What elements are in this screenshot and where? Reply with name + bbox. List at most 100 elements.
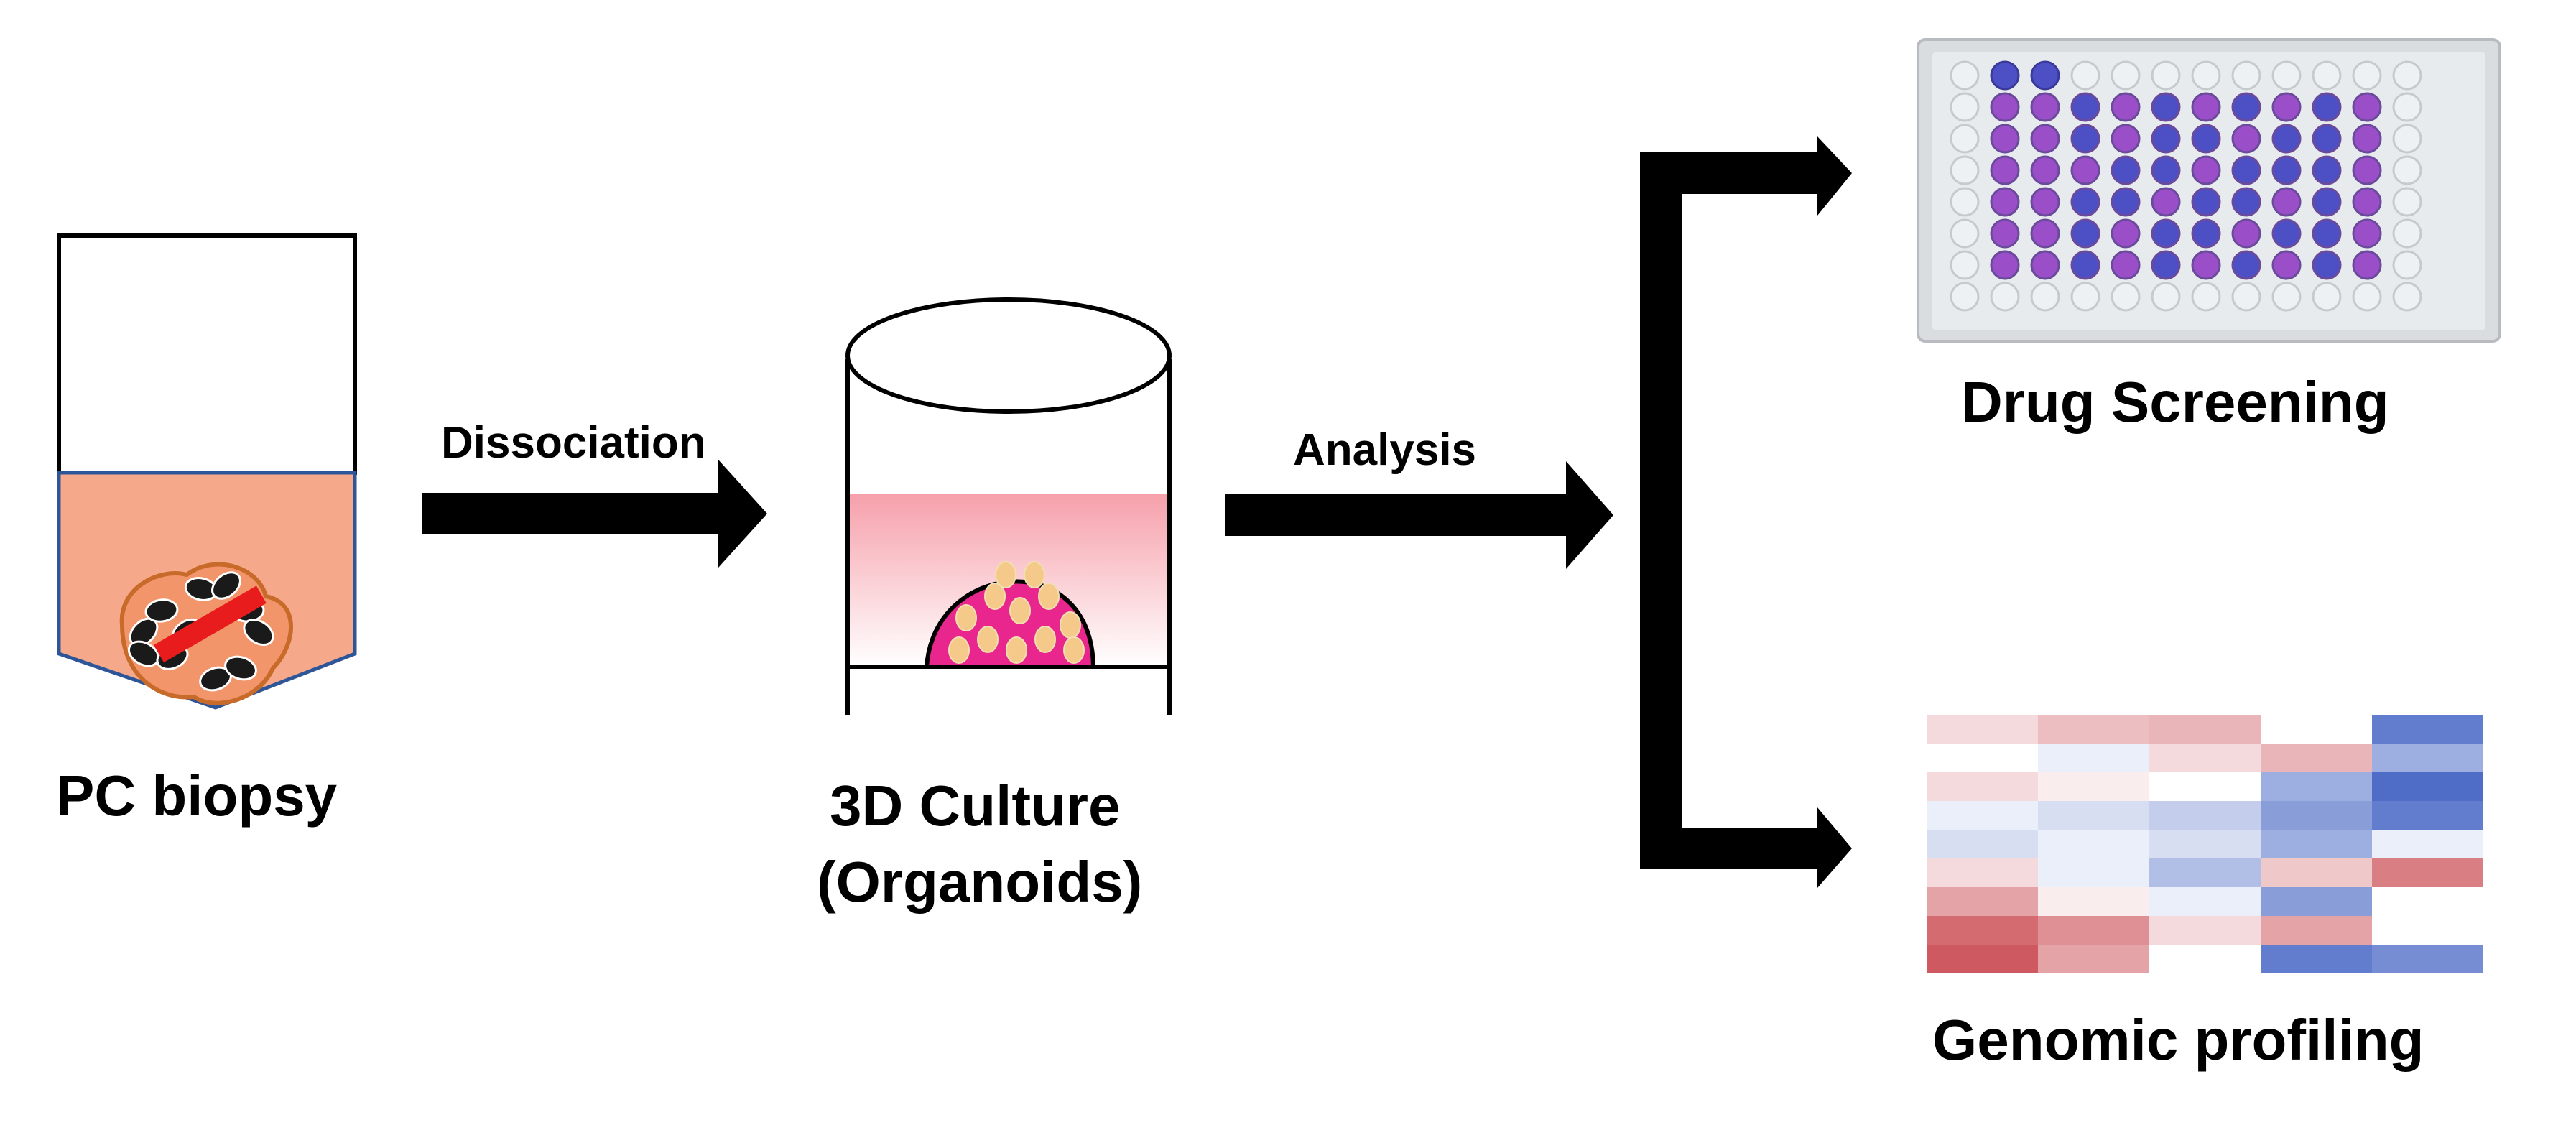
- dissociation-label: Dissociation: [441, 418, 706, 468]
- plate-well: [2392, 155, 2422, 185]
- plate-well: [1950, 218, 1980, 249]
- analysis-arrow: [1225, 461, 1613, 569]
- plate-well: [2151, 60, 2181, 91]
- heatmap-cell: [2038, 945, 2149, 973]
- biopsy-tube: [57, 233, 357, 710]
- plate-well: [1990, 187, 2020, 217]
- plate-wells: [1950, 60, 2422, 312]
- plate-well: [1990, 60, 2020, 91]
- organoid: [995, 561, 1016, 588]
- plate-well: [2191, 187, 2221, 217]
- heatmap-cell: [2038, 715, 2149, 744]
- plate-well: [2191, 124, 2221, 154]
- organoid: [1060, 611, 1081, 639]
- plate-well: [1950, 92, 1980, 122]
- heatmap-cell: [1927, 772, 2038, 801]
- well-plate: [1917, 38, 2501, 343]
- drug-screening-label: Drug Screening: [1961, 370, 2389, 434]
- heatmap-cell: [2372, 715, 2483, 744]
- plate-well: [1950, 155, 1980, 185]
- plate-well: [2070, 250, 2100, 280]
- plate-well: [2151, 92, 2181, 122]
- plate-well: [2070, 218, 2100, 249]
- organoid: [1009, 597, 1031, 624]
- heatmap-cell: [2261, 945, 2372, 973]
- tumor-cell: [224, 655, 257, 681]
- plate-well: [2151, 124, 2181, 154]
- plate-well: [2271, 155, 2302, 185]
- heatmap-cell: [1927, 715, 2038, 744]
- plate-well: [2070, 155, 2100, 185]
- heatmap-cell: [2372, 772, 2483, 801]
- heatmap-cell: [2261, 715, 2372, 744]
- plate-well: [2392, 250, 2422, 280]
- tumor-cell: [144, 598, 179, 623]
- plate-well: [2191, 92, 2221, 122]
- plate-well: [2191, 60, 2221, 91]
- plate-well: [2271, 92, 2302, 122]
- plate-well: [2271, 250, 2302, 280]
- culture-label-line2: (Organoids): [817, 850, 1143, 914]
- plate-well: [2111, 60, 2141, 91]
- organoid: [1024, 561, 1045, 588]
- heatmap-cell: [1927, 887, 2038, 916]
- plate-well: [2111, 92, 2141, 122]
- plate-well: [2352, 155, 2382, 185]
- heatmap-cell: [2149, 945, 2261, 973]
- plate-well: [2312, 250, 2342, 280]
- plate-well: [2030, 60, 2060, 91]
- branch-connector: [1640, 136, 1852, 888]
- heatmap-cell: [2261, 916, 2372, 945]
- plate-well: [2231, 155, 2261, 185]
- genomic-heatmap: [1927, 715, 2483, 973]
- tumor-cell: [243, 619, 274, 646]
- heatmap-cell: [2372, 801, 2483, 830]
- heatmap-cell: [2372, 887, 2483, 916]
- plate-well: [2070, 124, 2100, 154]
- heatmap-cell: [2261, 830, 2372, 858]
- tissue-fragment: [119, 562, 293, 705]
- plate-well: [2352, 187, 2382, 217]
- heatmap-cell: [2261, 744, 2372, 772]
- genomic-profiling-label: Genomic profiling: [1932, 1008, 2424, 1072]
- plate-well: [2191, 155, 2221, 185]
- tube-empty-top: [57, 233, 357, 475]
- organoid: [1006, 636, 1027, 664]
- heatmap-cell: [2149, 858, 2261, 887]
- plate-well: [1950, 282, 1980, 312]
- plate-well: [2352, 250, 2382, 280]
- organoid: [977, 626, 999, 653]
- plate-well: [2392, 187, 2422, 217]
- plate-well: [2151, 282, 2181, 312]
- plate-well: [2070, 282, 2100, 312]
- plate-well: [2030, 124, 2060, 154]
- heatmap-cell: [2261, 772, 2372, 801]
- heatmap-cell: [2372, 916, 2483, 945]
- heatmap-cell: [2149, 772, 2261, 801]
- heatmap-cell: [1927, 945, 2038, 973]
- plate-well: [2070, 92, 2100, 122]
- tumor-cell: [211, 571, 241, 600]
- plate-well: [1990, 124, 2020, 154]
- heatmap-cell: [1927, 916, 2038, 945]
- analysis-label: Analysis: [1293, 425, 1477, 475]
- heatmap-cell: [2038, 858, 2149, 887]
- plate-well: [2271, 60, 2302, 91]
- plate-well: [2030, 92, 2060, 122]
- plate-well: [1950, 124, 1980, 154]
- heatmap-cell: [2038, 887, 2149, 916]
- organoid: [955, 604, 977, 631]
- plate-well: [2352, 282, 2382, 312]
- plate-well: [2111, 218, 2141, 249]
- plate-well: [2111, 155, 2141, 185]
- plate-well: [1990, 92, 2020, 122]
- plate-well: [2231, 92, 2261, 122]
- heatmap-cell: [2372, 858, 2483, 887]
- plate-well: [2352, 218, 2382, 249]
- plate-well: [2352, 92, 2382, 122]
- plate-well: [2392, 60, 2422, 91]
- plate-well: [2231, 124, 2261, 154]
- organoid: [948, 636, 970, 664]
